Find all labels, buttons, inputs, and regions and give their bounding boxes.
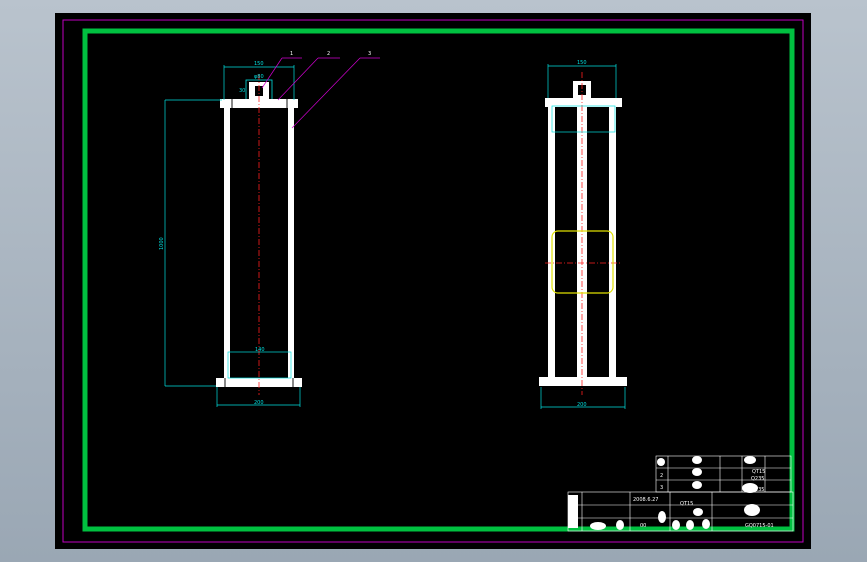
side-dim-base-width: 200 <box>577 402 587 408</box>
title-drawing-no: GQ0715-01 <box>745 523 774 529</box>
part-2-name: Q235 <box>751 476 764 482</box>
top-plate-tick-right <box>286 99 288 108</box>
side-top-plate <box>545 98 622 107</box>
dim-top-width: 150 <box>254 61 264 67</box>
part-3-name: Q235 <box>751 487 764 493</box>
base-tick-left <box>224 378 226 387</box>
part-2-no: 2 <box>660 473 663 479</box>
side-view: 150 200 <box>539 60 627 409</box>
title-block: 1 QT15 2 Q235 3 Q235 2008.6.27 QT15 00 G… <box>567 455 794 532</box>
title-block-glyphs <box>568 456 760 530</box>
side-section-highlight <box>551 230 614 294</box>
drawing-border <box>82 28 795 532</box>
title-date: 2008.6.27 <box>633 497 658 503</box>
side-lug-hole <box>578 85 586 95</box>
front-view: 150 φ80 30 1000 140 200 1 2 3 <box>159 51 380 407</box>
balloon-1: 1 <box>290 51 293 57</box>
title-material: QT15 <box>680 501 693 507</box>
part-1-no: 1 <box>660 461 663 467</box>
dim-top-small: 30 <box>239 88 245 94</box>
outer-frame <box>62 19 804 543</box>
dim-base-inner: 140 <box>255 347 265 353</box>
top-plate <box>220 99 298 108</box>
side-dim-top-width: 150 <box>577 60 587 66</box>
top-plate-tick-left <box>231 99 233 108</box>
side-bottom-base <box>539 377 627 386</box>
dim-base-width: 200 <box>254 400 264 406</box>
part-3-no: 3 <box>660 485 663 491</box>
front-dimensions <box>164 65 301 407</box>
balloon-3: 3 <box>368 51 371 57</box>
left-column <box>224 107 230 379</box>
balloon-2: 2 <box>327 51 330 57</box>
dim-height: 1000 <box>159 237 165 250</box>
drawing-sheet <box>55 13 811 549</box>
dim-top-inner: φ80 <box>254 74 264 80</box>
leaders <box>261 57 380 129</box>
side-dimensions <box>540 64 626 409</box>
right-column <box>288 107 294 379</box>
title-scale: 00 <box>640 523 646 529</box>
part-1-name: QT15 <box>752 469 765 475</box>
base-tick-right <box>292 378 294 387</box>
